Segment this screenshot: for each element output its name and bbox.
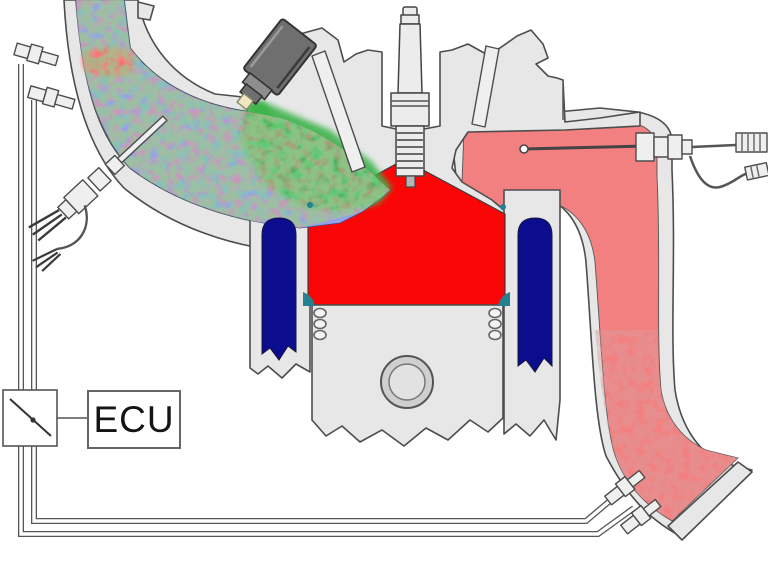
- water-jackets: [261, 217, 553, 373]
- air-sensor-prongs: [28, 209, 67, 242]
- lambda-probe-tip: [519, 144, 529, 154]
- ecu-box: ECU: [87, 390, 181, 449]
- intake-tap-lower: [26, 85, 76, 110]
- lambda-boss: [635, 132, 655, 162]
- intake-flange: [137, 1, 155, 21]
- intake-valve-stem: [311, 50, 366, 173]
- lambda-plug: [735, 132, 768, 153]
- air-sensor-collar-2: [87, 166, 112, 192]
- wiring-harness: [18, 64, 636, 537]
- lambda-probe: [523, 144, 649, 151]
- air-sensor-fork-base: [57, 199, 78, 220]
- junction-diagonal: [9, 398, 52, 437]
- lambda-wire-end: [744, 161, 768, 181]
- sensor-junction-symbol: [2, 389, 58, 447]
- chamber-corner-seal-right: [500, 204, 506, 210]
- injector-tip: [236, 92, 255, 111]
- ring-seal-left: [303, 292, 315, 306]
- lambda-wire-loop: [688, 155, 749, 189]
- piston-rings-right: [488, 307, 502, 341]
- ring-seal-right: [498, 292, 510, 306]
- piston: [303, 202, 510, 447]
- ecu-circuit: ECU: [2, 389, 181, 449]
- spark-plug-thread-lines: [397, 132, 423, 169]
- spark-plug: [390, 6, 430, 188]
- exhaust-pipe-rim: [667, 461, 753, 541]
- piston-rings-left: [313, 307, 327, 341]
- exhaust-valve-stem: [471, 45, 500, 128]
- lambda-connector-a: [667, 134, 683, 160]
- water-jacket-left: [261, 217, 297, 361]
- chamber-corner-seal-left: [307, 202, 313, 208]
- intake-speckle-green-overlay: [76, 0, 390, 228]
- junction-dot: [30, 417, 36, 423]
- lambda-lead: [691, 143, 737, 149]
- lambda-nut: [653, 136, 669, 158]
- spark-plug-hex: [390, 92, 430, 127]
- air-sensor-collar-1: [104, 154, 126, 176]
- spark-plug-electrode: [405, 175, 416, 188]
- intake-charge: [75, 0, 392, 229]
- lambda-connector-b: [681, 139, 693, 155]
- exhaust-tap-lower: [620, 498, 662, 535]
- water-jacket-right: [517, 217, 553, 373]
- spark-plug-collar: [400, 14, 420, 25]
- air-sensor-wire-end: [32, 247, 62, 272]
- exhaust-tap-upper: [604, 469, 646, 506]
- fuel-injector: [236, 18, 317, 111]
- wrist-pin-inner: [388, 363, 426, 401]
- intake-air-sensor: [28, 115, 168, 272]
- lambda-sensor: [519, 132, 768, 189]
- spark-plug-insulator: [397, 23, 423, 94]
- exhaust-speckle-overlay: [595, 330, 738, 521]
- intake-tap-upper: [13, 42, 59, 67]
- air-sensor-wire: [56, 204, 88, 251]
- valves: [311, 45, 500, 173]
- ecu-label: ECU: [93, 399, 174, 440]
